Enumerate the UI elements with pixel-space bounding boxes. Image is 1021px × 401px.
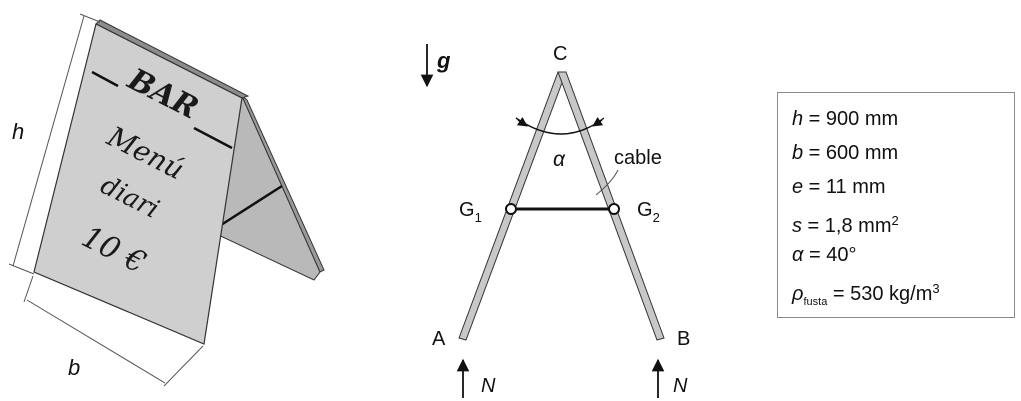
angle-arrow-right — [592, 117, 604, 127]
dim-h-ext-top — [79, 13, 101, 23]
joint-g1 — [505, 203, 517, 215]
joint-g1-label: G1 — [459, 199, 482, 225]
sign-rule-left — [91, 70, 119, 88]
data-s: s = 1,8 mm2 — [792, 213, 899, 237]
sign-rule-right — [193, 126, 233, 150]
sign-illustration: BAR Menú diari 10 € h b — [8, 13, 325, 387]
joint-g2-label: G2 — [637, 199, 660, 225]
dim-b-label: b — [68, 355, 80, 380]
sign-back-edge — [241, 95, 325, 273]
dim-h-line — [12, 15, 85, 267]
point-b-label: B — [677, 328, 690, 350]
dim-h-label: h — [12, 119, 24, 144]
dim-h-ext-bot — [8, 263, 35, 275]
data-alpha: α = 40° — [792, 244, 857, 266]
point-c-label: C — [553, 43, 567, 65]
angle-arc — [515, 117, 605, 135]
sign-front-panel — [33, 23, 243, 345]
dim-b-ext-right — [163, 345, 204, 387]
cable-leader — [595, 169, 619, 196]
data-e: e = 11 mm — [792, 176, 886, 198]
force-n-left-label: N — [481, 375, 496, 397]
dim-b-line — [26, 299, 166, 384]
point-a-label: A — [432, 328, 446, 350]
force-n-right-label: N — [673, 375, 688, 397]
joint-g2 — [608, 203, 620, 215]
data-rho: ρfusta = 530 kg/m3 — [792, 281, 940, 308]
data-h: h = 900 mm — [792, 108, 899, 130]
dim-b-ext-left — [23, 275, 34, 303]
cable-label: cable — [614, 147, 662, 169]
angle-arrow-left — [516, 117, 528, 127]
data-box: h = 900 mm b = 600 mm e = 11 mm s = 1,8 … — [777, 92, 1015, 318]
gravity-label: g — [436, 48, 451, 73]
angle-label: α — [553, 148, 566, 171]
data-b: b = 600 mm — [792, 142, 899, 164]
frame-diagram: g α cable C A B G1 G2 N N — [420, 43, 690, 398]
